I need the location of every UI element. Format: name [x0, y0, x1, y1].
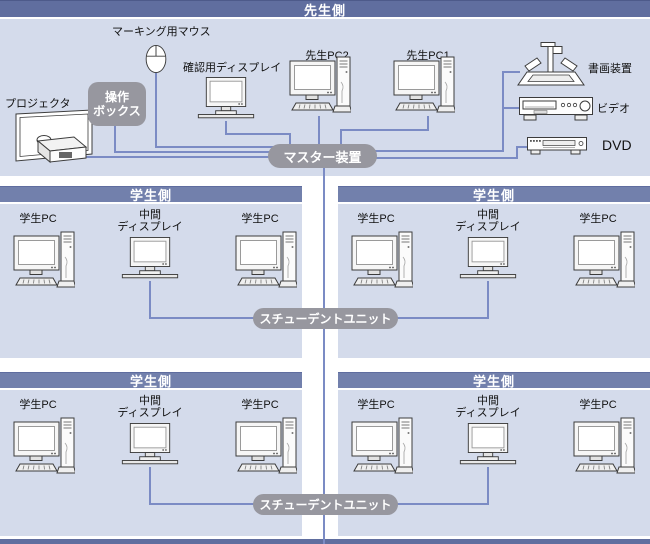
student-header-bar: 学生側 — [338, 372, 650, 389]
student-pc-label: 学生PC — [579, 399, 617, 411]
mid-display-label: 中間 ディスプレイ — [448, 209, 528, 233]
mid-display-label-line1: 中間 — [477, 395, 499, 407]
student-unit-pill-1: スチューデントユニット — [253, 308, 398, 329]
mid-display-icon — [458, 423, 518, 468]
control-box-label-line1: 操作 — [104, 90, 129, 104]
student-pc-label: 学生PC — [579, 213, 617, 225]
dvd-player-icon — [527, 137, 587, 157]
student-section-top-left: 学生側 学生PC 中間 ディスプレイ 学生PC — [0, 186, 302, 358]
marking-mouse-label: マーキング用マウス — [112, 26, 211, 38]
confirm-display-label: 確認用ディスプレイ — [183, 62, 282, 74]
student-header-bar: 学生側 — [0, 372, 302, 389]
video-label: ビデオ — [597, 103, 630, 115]
control-box: 操作 ボックス — [88, 82, 146, 126]
student-header-label: 学生側 — [129, 188, 172, 203]
teacher-header-bar: 先生側 — [0, 0, 650, 18]
student-pc-icon — [13, 231, 75, 293]
marking-mouse-icon — [144, 44, 168, 74]
bottom-partial-bar — [0, 539, 650, 544]
mid-display-label-line1: 中間 — [477, 209, 499, 221]
student-pc-icon — [13, 417, 75, 479]
student-header-label: 学生側 — [129, 374, 172, 389]
confirm-display-icon — [196, 77, 256, 122]
teacher-header-label: 先生側 — [303, 2, 346, 18]
student-pc-label: 学生PC — [19, 213, 57, 225]
control-box-label-line2: ボックス — [93, 104, 141, 118]
mid-display-label-line1: 中間 — [139, 395, 161, 407]
doc-camera-icon — [517, 42, 585, 88]
student-pc-icon — [351, 231, 413, 293]
mid-display-label-line2: ディスプレイ — [455, 221, 521, 233]
mid-display-label-line2: ディスプレイ — [455, 407, 521, 419]
teacher-pc2-icon — [289, 56, 351, 118]
student-pc-label: 学生PC — [357, 399, 395, 411]
student-pc-label: 学生PC — [241, 399, 279, 411]
student-pc-icon — [235, 231, 297, 293]
mid-display-label-line2: ディスプレイ — [117, 221, 183, 233]
student-pc-label: 学生PC — [357, 213, 395, 225]
student-pc-icon — [351, 417, 413, 479]
student-unit-pill-2: スチューデントユニット — [253, 494, 398, 515]
projector-label: プロジェクタ — [5, 98, 71, 110]
dvd-label: DVD — [602, 137, 632, 153]
student-pc-label: 学生PC — [241, 213, 279, 225]
student-header-label: 学生側 — [472, 374, 515, 389]
mid-display-icon — [458, 237, 518, 282]
mid-display-label: 中間 ディスプレイ — [110, 209, 190, 233]
student-unit-label: スチューデントユニット — [259, 312, 392, 326]
student-section-bottom-left: 学生側 学生PC 中間 ディスプレイ 学生PC — [0, 372, 302, 536]
mid-display-icon — [120, 423, 180, 468]
mid-display-icon — [120, 237, 180, 282]
teacher-pc1-label: 先生PC1 — [406, 50, 450, 62]
student-header-bar: 学生側 — [0, 186, 302, 203]
mid-display-label: 中間 ディスプレイ — [110, 395, 190, 419]
master-unit-label: マスター装置 — [283, 149, 362, 165]
doc-camera-label: 書画装置 — [588, 63, 632, 75]
vcr-icon — [519, 97, 593, 121]
mid-display-label-line2: ディスプレイ — [117, 407, 183, 419]
master-unit-pill: マスター装置 — [268, 144, 377, 168]
student-header-label: 学生側 — [472, 188, 515, 203]
student-unit-label: スチューデントユニット — [259, 498, 392, 512]
student-pc-label: 学生PC — [19, 399, 57, 411]
student-section-top-right: 学生側 学生PC 中間 ディスプレイ 学生PC — [338, 186, 650, 358]
mid-display-label: 中間 ディスプレイ — [448, 395, 528, 419]
student-pc-icon — [573, 231, 635, 293]
student-header-bar: 学生側 — [338, 186, 650, 203]
student-pc-icon — [235, 417, 297, 479]
mid-display-label-line1: 中間 — [139, 209, 161, 221]
student-pc-icon — [573, 417, 635, 479]
teacher-pc1-icon — [393, 56, 455, 118]
